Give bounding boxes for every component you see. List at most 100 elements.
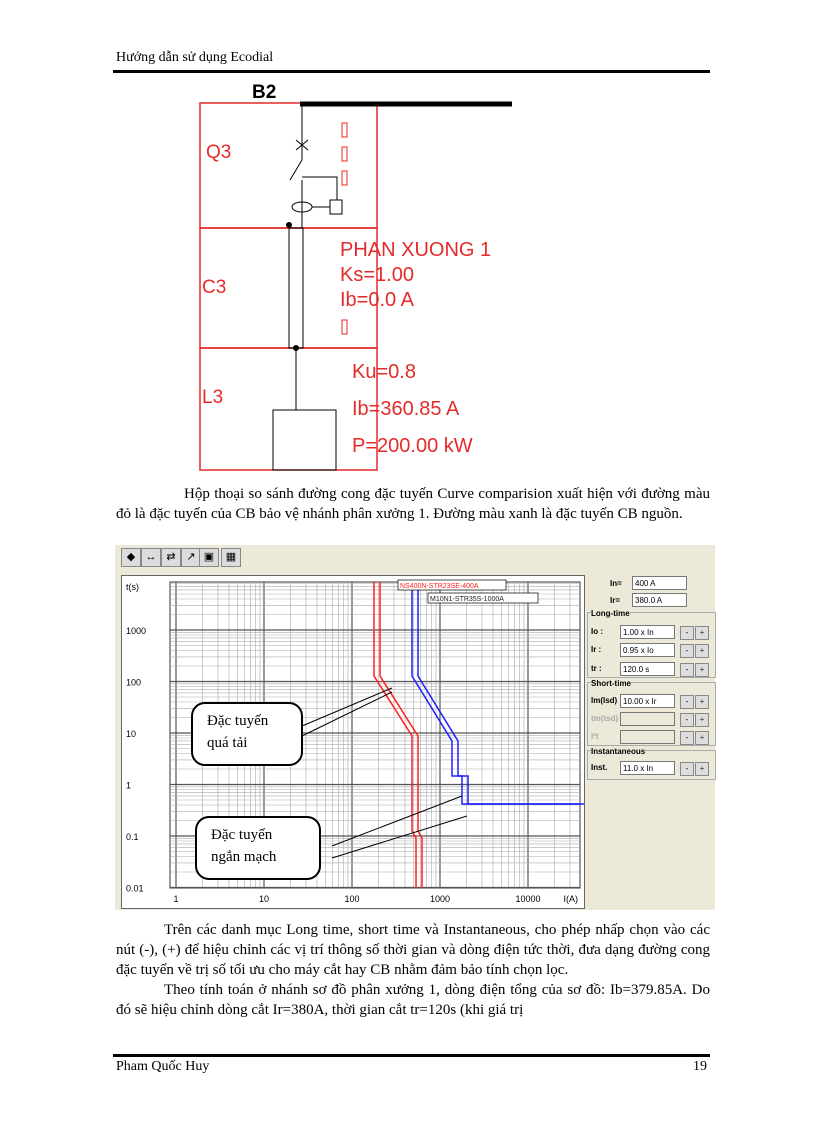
legend-box-red xyxy=(397,579,507,591)
x-tick-label: 100 xyxy=(344,894,359,904)
y-tick-label: 100 xyxy=(126,678,141,688)
instantaneous-plus-button-0[interactable]: + xyxy=(695,762,709,776)
blue-tripping-curve xyxy=(417,582,586,805)
legend-label-red: NS400N-STR23SE-400A xyxy=(400,583,479,590)
short-time-group xyxy=(587,682,716,746)
long_time-minus-button-2[interactable]: - xyxy=(680,663,694,677)
long_time-minus-button-1[interactable]: - xyxy=(680,644,694,658)
short_time-field-0[interactable]: 10.00 x Ir xyxy=(620,694,675,708)
long_time-plus-button-1[interactable]: + xyxy=(695,644,709,658)
paragraph-2-a: Trên các danh mục Long time, short time … xyxy=(116,922,710,978)
short_time-minus-button-1[interactable]: - xyxy=(680,713,694,727)
callout-pointer-sc xyxy=(331,815,468,859)
y-axis-label: t(s) xyxy=(126,582,139,592)
footer-author: Pham Quốc Huy xyxy=(116,1059,210,1074)
callout-overload: Đặc tuyến quá tải xyxy=(191,702,303,766)
page-number: 19 xyxy=(693,1059,707,1074)
callout-overload-line1: Đặc tuyến xyxy=(207,713,269,729)
callout-pointer-overload xyxy=(301,687,393,727)
long-time-group xyxy=(587,612,716,678)
curve-comparison-window: ◆ ↔ ⇄ ↗ ▣ ▦ 1000 100 10 1 0.1 0.01 1 10 100 1000 1… xyxy=(115,545,716,910)
short_time-minus-button-2[interactable]: - xyxy=(680,731,694,745)
y-tick-label: 10 xyxy=(126,729,136,739)
paragraph-2: Trên các danh mục Long time, short time … xyxy=(116,920,710,1020)
instantaneous-field-0[interactable]: 11.0 x In xyxy=(620,761,675,775)
long_time-field-2[interactable]: 120.0 s xyxy=(620,662,675,676)
load-power: P=200.00 kW xyxy=(352,435,473,457)
page-header: Hướng dẫn sử dụng Ecodial xyxy=(116,50,274,65)
long_time-label-2: tr : xyxy=(591,664,602,673)
legend-box-blue xyxy=(427,592,539,604)
cable-ks: Ks=1.00 xyxy=(340,264,414,286)
x-tick-label: 1000 xyxy=(430,894,450,904)
callout-pointer-overload xyxy=(301,691,393,737)
cable-name: PHAN XUONG 1 xyxy=(340,239,492,261)
cable-info: PHAN XUONG 1 Ks=1.00 Ib=0.0 A xyxy=(340,238,491,313)
short_time-plus-button-2[interactable]: + xyxy=(695,731,709,745)
short_time-label-2: I²t xyxy=(591,732,599,741)
single-line-diagram: B2 Q3 C3 L3 PHAN XUONG 1 Ks=1.00 Ib=0.0 … xyxy=(190,80,520,475)
arrow-red-icon[interactable]: ↔ xyxy=(141,548,161,567)
long_time-minus-button-0[interactable]: - xyxy=(680,626,694,640)
busbar-label: B2 xyxy=(252,82,277,103)
paragraph-2-b: Theo tính toán ở nhánh sơ đồ phân xưởng … xyxy=(116,982,710,1018)
load-info: Ku=0.8 Ib=360.85 A P=200.00 kW xyxy=(352,354,473,465)
callout-pointer-sc xyxy=(331,795,463,847)
long_time-label-0: Io : xyxy=(591,627,603,636)
y-tick-label: 1 xyxy=(126,781,131,791)
long_time-plus-button-2[interactable]: + xyxy=(695,663,709,677)
load-ku: Ku=0.8 xyxy=(352,361,416,383)
long-time-title: Long-time xyxy=(591,609,630,618)
ir-label: Ir= xyxy=(610,596,621,605)
short_time-label-0: Im(Isd) xyxy=(591,696,618,705)
cable-label[interactable]: C3 xyxy=(202,277,227,298)
callout-short-circuit: Đặc tuyến ngắn mạch xyxy=(195,816,321,880)
footer-divider xyxy=(113,1054,710,1057)
short_time-field-1[interactable] xyxy=(620,712,675,726)
x-tick-label: 1 xyxy=(173,894,178,904)
callout-overload-line2: quá tải xyxy=(207,735,248,751)
arrows-icon[interactable]: ⇄ xyxy=(161,548,181,567)
short_time-field-2[interactable] xyxy=(620,730,675,744)
cable-ib: Ib=0.0 A xyxy=(340,289,414,311)
in-field[interactable]: 400 A xyxy=(632,576,687,590)
legend-label-blue: M10N1-STR35S-1000A xyxy=(430,596,504,603)
diagram-drawing xyxy=(199,101,512,471)
long_time-field-1[interactable]: 0.95 x Io xyxy=(620,643,675,657)
print-icon[interactable]: ▣ xyxy=(199,548,219,567)
header-divider xyxy=(113,70,710,73)
short_time-plus-button-0[interactable]: + xyxy=(695,695,709,709)
x-tick-label: 10 xyxy=(259,894,269,904)
instantaneous-title: Instantaneous xyxy=(591,747,646,756)
long_time-plus-button-0[interactable]: + xyxy=(695,626,709,640)
instantaneous-minus-button-0[interactable]: - xyxy=(680,762,694,776)
paragraph-1: Hộp thoại so sánh đường cong đặc tuyến C… xyxy=(116,486,710,522)
y-tick-label: 1000 xyxy=(126,626,146,636)
load-label[interactable]: L3 xyxy=(202,387,224,408)
short_time-plus-button-1[interactable]: + xyxy=(695,713,709,727)
short_time-label-1: tm(tsd) xyxy=(591,714,619,723)
red-tripping-curve xyxy=(373,582,417,888)
blue-tripping-curve xyxy=(411,582,580,805)
callout-sc-line1: Đặc tuyến xyxy=(211,827,273,843)
ir-field[interactable]: 380.0 A xyxy=(632,593,687,607)
arrow-blue-icon[interactable]: ◆ xyxy=(121,548,141,567)
y-tick-label: 0.01 xyxy=(126,884,144,894)
instantaneous-label-0: Inst. xyxy=(591,763,608,772)
x-axis-label: I(A) xyxy=(564,894,579,904)
short-time-title: Short-time xyxy=(591,679,631,688)
in-label: In= xyxy=(610,579,622,588)
callout-sc-line2: ngắn mạch xyxy=(211,849,277,865)
load-ib: Ib=360.85 A xyxy=(352,398,460,420)
long_time-label-1: Ir : xyxy=(591,645,602,654)
red-tripping-curve xyxy=(379,582,423,888)
breaker-label[interactable]: Q3 xyxy=(206,142,232,163)
short_time-minus-button-0[interactable]: - xyxy=(680,695,694,709)
x-tick-label: 10000 xyxy=(515,894,540,904)
long_time-field-0[interactable]: 1.00 x In xyxy=(620,625,675,639)
arrow-small-icon[interactable]: ↗ xyxy=(181,548,201,567)
settings-icon[interactable]: ▦ xyxy=(221,548,241,567)
instantaneous-group xyxy=(587,750,716,780)
y-tick-label: 0.1 xyxy=(126,832,139,842)
